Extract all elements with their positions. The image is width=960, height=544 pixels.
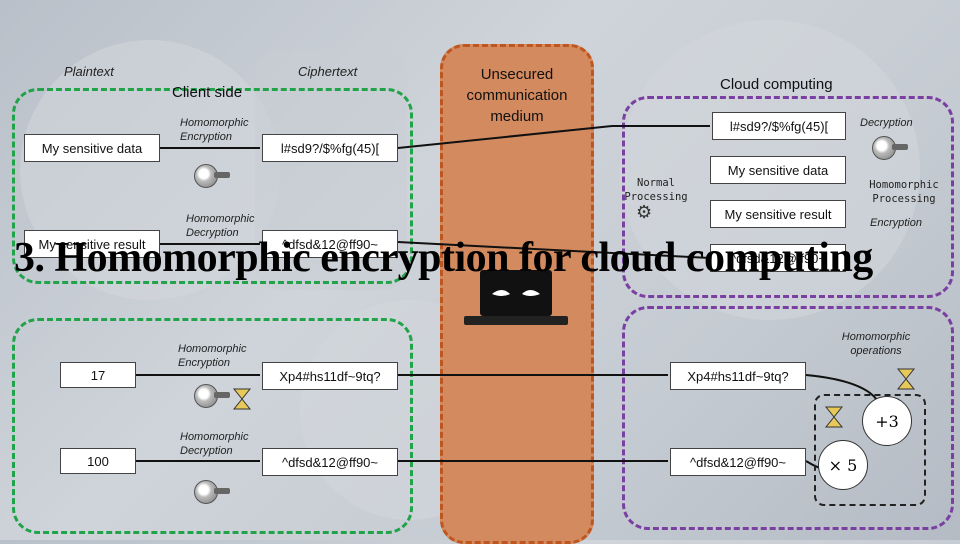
client-he-decryption-label-2: Homomorphic Decryption — [180, 430, 260, 458]
line-cipher1 — [398, 126, 710, 148]
cloud-sensitive-result: My sensitive result — [710, 200, 846, 228]
op-add: +3 — [862, 396, 912, 446]
client-sensitive-data: My sensitive data — [24, 134, 160, 162]
key-icon — [214, 172, 230, 178]
key-icon — [214, 488, 230, 494]
cloud-encryption-label: Encryption — [870, 216, 922, 230]
hourglass-icon — [896, 368, 916, 390]
cloud-cipher4: ^dfsd&12@ff90~ — [670, 448, 806, 476]
client-cipher3: Xp4#hs11df~9tq? — [262, 362, 398, 390]
hourglass-icon — [232, 388, 252, 410]
op-mul: × 5 — [818, 440, 868, 490]
cloud-cipher3: Xp4#hs11df~9tq? — [670, 362, 806, 390]
client-he-encryption-label-2: Homomorphic Encryption — [178, 342, 258, 370]
key-icon — [892, 144, 908, 150]
plaintext-100: 100 — [60, 448, 136, 474]
key-icon — [214, 392, 230, 398]
he-processing-label: Homomorphic Processing — [866, 178, 942, 206]
gears-icon: ⚙ — [636, 202, 652, 223]
cloud-decryption-label: Decryption — [860, 116, 913, 130]
normal-processing-label: Normal Processing — [620, 176, 692, 204]
slide-title: 3. Homomorphic encryption for cloud comp… — [14, 234, 873, 282]
client-cipher1: l#sd9?/$%fg(45)[ — [262, 134, 398, 162]
he-operations-label: Homomorphic operations — [834, 330, 918, 358]
cloud-cipher1: l#sd9?/$%fg(45)[ — [712, 112, 846, 140]
client-cipher4: ^dfsd&12@ff90~ — [262, 448, 398, 476]
cloud-sensitive-data: My sensitive data — [710, 156, 846, 184]
client-he-encryption-label: Homomorphic Encryption — [180, 116, 260, 144]
plaintext-17: 17 — [60, 362, 136, 388]
